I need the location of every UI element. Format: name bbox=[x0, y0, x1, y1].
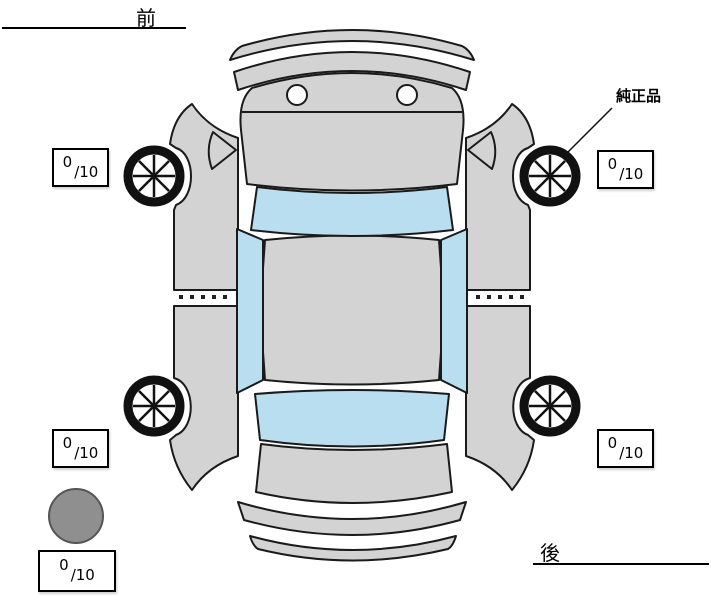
right-side-window bbox=[440, 228, 468, 394]
left-front-panel bbox=[169, 103, 239, 291]
rear-underline bbox=[533, 563, 709, 565]
genuine-part-leader-line bbox=[567, 107, 613, 153]
tread-value-rear-left: 0 bbox=[62, 433, 73, 452]
tread-value-front-right: 0 bbox=[607, 154, 618, 173]
tread-value-rear-right: 0 bbox=[607, 433, 618, 452]
trunk bbox=[255, 443, 453, 504]
front-underline bbox=[2, 27, 186, 29]
front-bumper-trim bbox=[229, 29, 475, 61]
tread-value-spare: 0 bbox=[59, 556, 69, 574]
tread-depth-box-spare: 0 /10 bbox=[38, 550, 116, 592]
tread-depth-box-front-left: 0 /10 bbox=[52, 148, 109, 187]
wheel-rear-left-icon bbox=[128, 380, 180, 432]
genuine-part-label: 純正品 bbox=[616, 87, 662, 105]
rear-bumper bbox=[237, 501, 467, 536]
tread-depth-box-rear-left: 0 /10 bbox=[52, 429, 109, 468]
left-side-window bbox=[236, 228, 264, 394]
tread-value-front-left: 0 bbox=[62, 152, 73, 171]
roof bbox=[259, 234, 445, 386]
tread-depth-box-front-right: 0 /10 bbox=[597, 150, 654, 189]
hood bbox=[239, 72, 465, 192]
front-label: 前 bbox=[136, 6, 156, 30]
hood-details bbox=[242, 84, 462, 113]
right-rear-panel bbox=[465, 305, 535, 491]
wheel-front-left-icon bbox=[128, 150, 180, 202]
left-rear-panel bbox=[169, 305, 239, 491]
tread-max-spare: /10 bbox=[70, 566, 95, 584]
rear-window bbox=[254, 389, 450, 448]
tread-max-front-left: /10 bbox=[74, 162, 99, 181]
hood-circle-left bbox=[286, 84, 308, 106]
hood-circle-right bbox=[396, 84, 418, 106]
left-mirror-icon bbox=[207, 131, 237, 170]
right-front-panel bbox=[465, 103, 535, 291]
wheel-rear-right-icon bbox=[524, 380, 576, 432]
right-mirror-icon bbox=[467, 131, 497, 170]
rear-bumper-trim bbox=[249, 535, 457, 562]
rear-label: 後 bbox=[540, 541, 560, 565]
spare-tire-icon bbox=[48, 488, 104, 544]
tread-depth-box-rear-right: 0 /10 bbox=[597, 429, 654, 468]
wheel-front-right-icon bbox=[524, 150, 576, 202]
windshield bbox=[250, 186, 454, 237]
tread-max-front-right: /10 bbox=[619, 164, 644, 183]
car-windows bbox=[236, 186, 468, 448]
tread-max-rear-right: /10 bbox=[619, 443, 644, 462]
tread-max-rear-left: /10 bbox=[74, 443, 99, 462]
front-bumper bbox=[233, 51, 471, 91]
